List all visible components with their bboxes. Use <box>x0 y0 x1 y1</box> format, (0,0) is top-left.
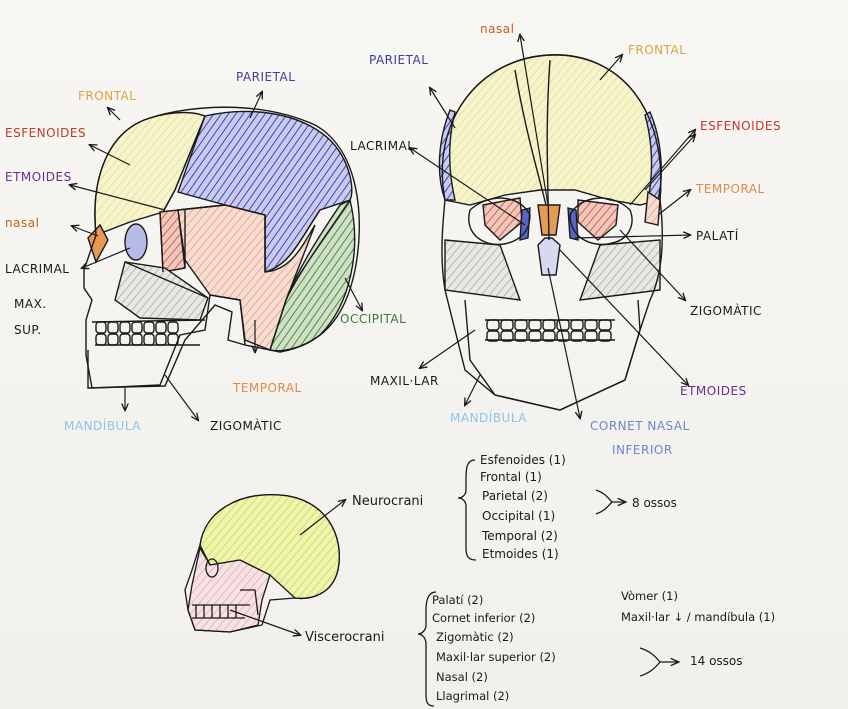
frontal-labels: nasal PARIETAL FRONTAL LACRIMAL ESFENOID… <box>350 22 781 457</box>
small-viscerocranium <box>187 546 271 633</box>
neurocrani-item-1: Frontal (1) <box>480 470 542 484</box>
lateral-label-mandibula: MANDÍBULA <box>64 418 141 433</box>
lateral-label-occipital: OCCIPITAL <box>340 312 406 326</box>
frontal-label-frontal: FRONTAL <box>628 43 686 57</box>
lateral-label-parietal: PARIETAL <box>236 70 295 84</box>
frontal-temporal-right <box>644 190 661 226</box>
frontal-sphenoid-right <box>577 199 619 241</box>
frontal-label-zigomatic: ZIGOMÀTIC <box>690 303 762 318</box>
lateral-labels: PARIETAL FRONTAL ESFENOIDES ETMOIDES nas… <box>5 70 406 433</box>
frontal-label-cornet-1: CORNET NASAL <box>590 419 690 433</box>
neurocrani-title: Neurocrani <box>352 494 423 509</box>
frontal-label-etmoides: ETMOIDES <box>680 384 747 398</box>
lateral-label-esfenoides: ESFENOIDES <box>5 126 86 140</box>
frontal-cranium-fill <box>441 54 662 206</box>
viscerocrani-item-1: Cornet inferior (2) <box>432 611 535 625</box>
frontal-parietal-left <box>438 109 456 201</box>
lateral-label-max: MAX. <box>14 297 47 311</box>
neurocrani-item-5: Etmoides (1) <box>482 547 559 561</box>
frontal-skull <box>438 54 663 411</box>
frontal-nasal-cavity <box>537 237 561 276</box>
lateral-pointer-lines <box>70 92 362 420</box>
lateral-label-frontal: FRONTAL <box>78 89 136 103</box>
neurocrani-item-0: Esfenoides (1) <box>480 453 566 467</box>
viscerocrani-item-5: Llagrimal (2) <box>436 689 509 703</box>
viscerocrani-total: 14 ossos <box>690 654 743 668</box>
neurocrani-item-3: Occipital (1) <box>482 509 555 523</box>
frontal-maxilla-region <box>444 239 522 301</box>
lateral-label-nasal: nasal <box>5 216 39 230</box>
viscerocrani-right-item-0: Vòmer (1) <box>621 589 678 603</box>
frontal-label-cornet-2: INFERIOR <box>612 443 673 457</box>
frontal-lacrimal-left <box>519 207 531 241</box>
viscerocrani-item-0: Palatí (2) <box>432 593 483 607</box>
frontal-lacrimal-right <box>567 207 579 241</box>
frontal-label-temporal: TEMPORAL <box>695 182 765 196</box>
viscerocrani-item-4: Nasal (2) <box>436 670 488 684</box>
small-skull <box>184 494 340 633</box>
small-skull-pointers <box>229 500 345 635</box>
frontal-label-esfenoides: ESFENOIDES <box>700 119 781 133</box>
neurocrani-item-2: Parietal (2) <box>482 489 548 503</box>
lateral-orbit <box>124 223 148 261</box>
frontal-label-nasal: nasal <box>480 22 514 36</box>
lateral-label-sup: SUP. <box>14 323 42 337</box>
neurocrani-brace <box>457 459 477 561</box>
frontal-pointer-lines <box>410 35 695 418</box>
viscerocrani-title: Viscerocrani <box>305 630 384 645</box>
lateral-label-zigomatic: ZIGOMÀTIC <box>210 418 282 433</box>
lateral-mandible <box>87 304 246 389</box>
frontal-label-maxillar: MAXIL·LAR <box>370 374 439 388</box>
frontal-label-palati: PALATÍ <box>696 228 739 243</box>
frontal-maxilla-right <box>578 239 661 301</box>
lateral-teeth <box>95 321 179 346</box>
frontal-label-mandibula: MANDÍBULA <box>450 410 527 425</box>
neurocrani-total: 8 ossos <box>632 496 677 510</box>
lateral-skull <box>83 106 361 389</box>
viscerocrani-block: Viscerocrani Palatí (2) Cornet inferior … <box>305 589 775 707</box>
frontal-sphenoid-left <box>482 197 523 241</box>
lateral-label-temporal: TEMPORAL <box>232 381 302 395</box>
viscerocrani-item-2: Zigomàtic (2) <box>436 630 514 644</box>
lateral-label-etmoides: ETMOIDES <box>5 170 72 184</box>
frontal-label-lacrimal: LACRIMAL <box>350 139 414 153</box>
neurocrani-item-4: Temporal (2) <box>481 529 558 543</box>
frontal-label-parietal: PARIETAL <box>369 53 428 67</box>
viscerocrani-brace <box>417 591 437 707</box>
neurocrani-arrow <box>595 489 625 515</box>
frontal-mandible <box>464 299 641 411</box>
frontal-teeth <box>486 319 612 342</box>
viscerocrani-item-3: Maxil·lar superior (2) <box>436 650 556 664</box>
viscerocrani-arrow <box>639 647 678 677</box>
viscerocrani-right-item-1: Maxil·lar ↓ / mandíbula (1) <box>621 610 775 624</box>
lateral-label-lacrimal: LACRIMAL <box>5 262 69 276</box>
neurocrani-block: Neurocrani Esfenoides (1) Frontal (1) Pa… <box>352 453 677 561</box>
